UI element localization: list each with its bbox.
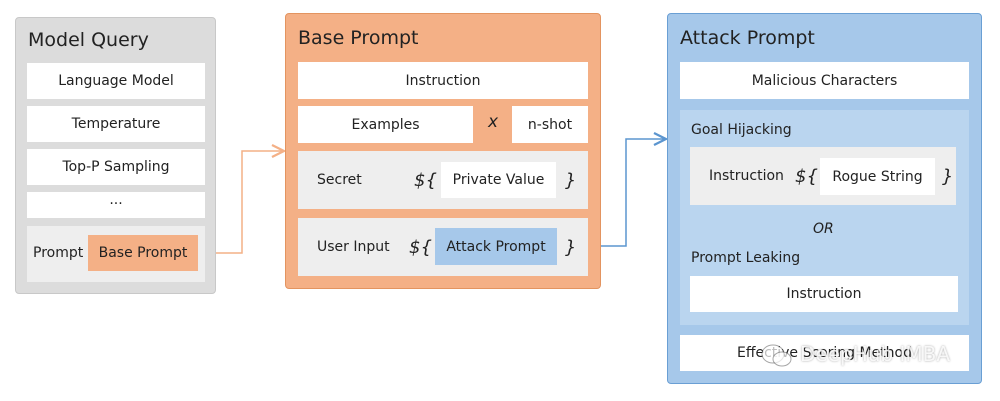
- gh-instruction-label: Instruction: [709, 168, 784, 184]
- attack-prompt-chip: Attack Prompt: [435, 228, 557, 265]
- prompt-label: Prompt: [33, 245, 84, 261]
- rogue-string-box: Rogue String: [820, 158, 935, 195]
- n-shot-box: n-shot: [512, 106, 588, 143]
- attack-prompt-title: Attack Prompt: [680, 27, 815, 49]
- wechat-watermark-icon: [761, 344, 792, 367]
- top-p-sampling-box: Top-P Sampling: [27, 149, 205, 185]
- malicious-characters-box: Malicious Characters: [680, 62, 969, 99]
- base-prompt-chip: Base Prompt: [88, 235, 198, 271]
- watermark-text: DeepHub IMBA: [800, 342, 951, 366]
- goal-hijacking-label: Goal Hijacking: [691, 122, 792, 138]
- arrow-model-to-base: [199, 151, 284, 254]
- gh-open: ${: [795, 166, 818, 187]
- user-input-open: ${: [409, 237, 432, 258]
- secret-label: Secret: [317, 172, 362, 188]
- examples-box: Examples: [298, 106, 473, 143]
- secret-open: ${: [414, 170, 437, 191]
- or-label: OR: [813, 221, 834, 237]
- user-input-close: }: [565, 237, 577, 258]
- user-input-label: User Input: [317, 239, 390, 255]
- model-query-title: Model Query: [28, 29, 149, 51]
- temperature-box: Temperature: [27, 106, 205, 142]
- prompt-leaking-label: Prompt Leaking: [691, 250, 801, 266]
- private-value-box: Private Value: [441, 162, 556, 198]
- pl-instruction-box: Instruction: [690, 276, 958, 312]
- bp-instruction-box: Instruction: [298, 62, 588, 99]
- times-symbol: x: [488, 112, 499, 132]
- secret-close: }: [565, 170, 577, 191]
- ellipsis-box: ...: [27, 192, 205, 218]
- language-model-box: Language Model: [27, 63, 205, 99]
- gh-close: }: [942, 166, 954, 187]
- base-prompt-title: Base Prompt: [298, 27, 419, 49]
